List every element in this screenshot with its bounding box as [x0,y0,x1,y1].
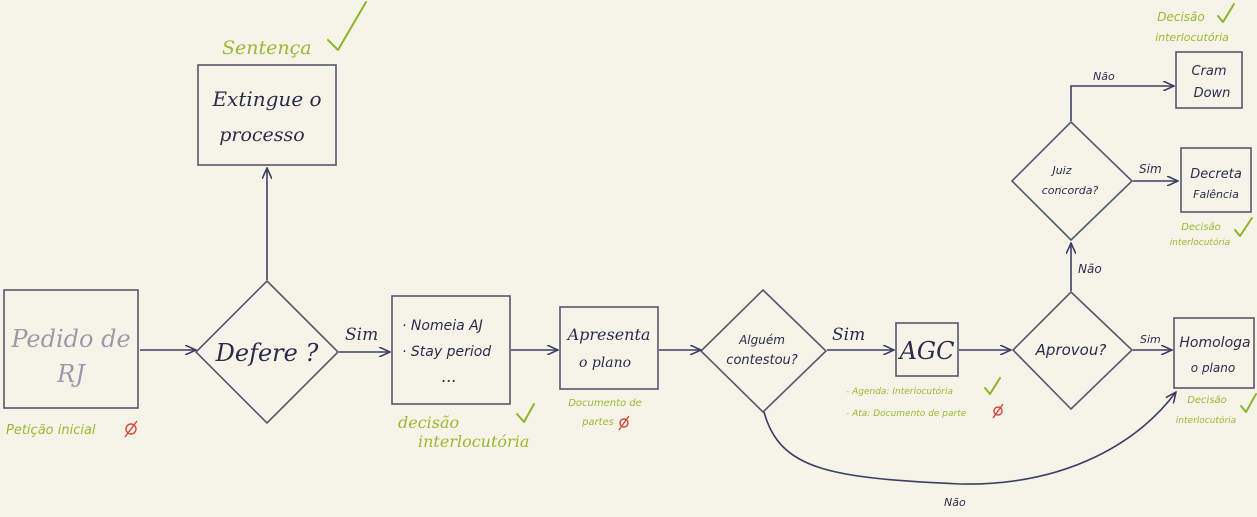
node-juiz: Juiz concorda? [1010,120,1134,242]
apresenta-note-2: partes [581,417,614,428]
extingue-label-2: processo [219,124,305,146]
juiz-diamond [1010,120,1134,242]
nomeia-label-3: ... [441,367,456,386]
nomeia-label-2: · Stay period [402,344,491,360]
agc-note-1: - Agenda: Interlocutória [846,386,953,397]
aprovou-diamond [1011,290,1134,411]
node-defere: Defere ? [194,279,340,425]
decreta-note-1: Decisão [1181,222,1221,233]
decreta-label-1: Decreta [1190,167,1242,182]
extingue-note: Sentença [222,37,312,59]
homologa-note-1: Decisão [1187,395,1227,406]
arrow-juiz-cram [1070,86,1174,121]
empty-set-icon [992,403,1004,419]
agc-label: AGC [898,337,955,365]
juiz-label-2: concorda? [1042,184,1099,197]
agc-note-2: - Ata: Documento de parte [846,409,967,419]
edge-label-juiz-sim: Sim [1139,162,1162,176]
cram-label-2: Down [1194,86,1231,101]
node-cram: Cram Down Decisão interlocutória [1155,3,1243,109]
apresenta-label-2: o plano [579,355,631,371]
node-homologa: Homologa o plano Decisão interlocutória [1173,317,1257,426]
homologa-note-2: interlocutória [1176,415,1236,426]
agc-box [895,322,959,377]
contestou-label-1: Alguém [738,333,785,347]
homologa-box [1173,317,1255,389]
defere-label: Defere ? [215,339,319,367]
nomeia-box [391,295,511,405]
edge-label-defere-sim: Sim [345,325,378,345]
node-pedido: Pedido de RJ Petição inicial [3,289,139,438]
node-agc: AGC - Agenda: Interlocutória - Ata: Docu… [846,322,1004,419]
check-icon [1217,3,1235,23]
juiz-label-1: Juiz [1050,164,1071,177]
defere-diamond [194,279,340,425]
check-icon [516,403,535,423]
homologa-label-2: o plano [1191,361,1235,375]
contestou-label-2: contestou? [726,353,797,368]
node-nomeia: · Nomeia AJ · Stay period ... decisão in… [391,295,535,451]
empty-set-icon [618,415,630,431]
pedido-box [3,289,139,409]
cram-label-1: Cram [1191,64,1226,79]
contestou-diamond [699,288,828,414]
edge-label-aprovou-nao: Não [1078,262,1102,276]
empty-set-icon [124,420,138,438]
node-decreta: Decreta Falência Decisão interlocutória [1170,147,1253,248]
apresenta-box [559,306,659,390]
nomeia-note-2: interlocutória [418,432,529,451]
pedido-note: Petição inicial [6,423,96,438]
cram-note-1: Decisão [1157,10,1205,24]
extingue-label-1: Extingue o [211,87,321,111]
check-icon [1240,393,1257,413]
edge-label-aprovou-sim: Sim [1140,333,1161,346]
check-icon [984,377,1001,395]
edge-label-contestou-sim: Sim [832,325,865,345]
pedido-label-1: Pedido de [10,325,130,353]
node-contestou: Alguém contestou? [699,288,828,414]
decreta-note-2: interlocutória [1170,237,1230,248]
pedido-label-2: RJ [56,360,86,388]
nomeia-note-1: decisão [398,413,459,432]
cram-box [1175,51,1243,109]
apresenta-label-1: Apresenta [566,325,651,344]
edge-label-juiz-nao: Não [1093,70,1115,83]
decreta-label-2: Falência [1193,188,1239,201]
nomeia-label-1: · Nomeia AJ [402,318,483,334]
check-icon [327,1,367,51]
aprovou-label: Aprovou? [1035,341,1107,359]
decreta-box [1180,147,1252,213]
extingue-box [197,64,337,166]
node-apresenta: Apresenta o plano Documento de partes [559,306,659,431]
homologa-label-1: Homologa [1179,335,1250,351]
arrow-contestou-homologa [763,392,1176,485]
cram-note-2: interlocutória [1155,31,1229,44]
check-icon [1234,217,1253,237]
edge-label-contestou-nao: Não [944,496,966,509]
node-aprovou: Aprovou? [1011,290,1134,411]
node-extingue: Extingue o processo Sentença [197,1,367,166]
apresenta-note-1: Documento de [568,398,642,409]
